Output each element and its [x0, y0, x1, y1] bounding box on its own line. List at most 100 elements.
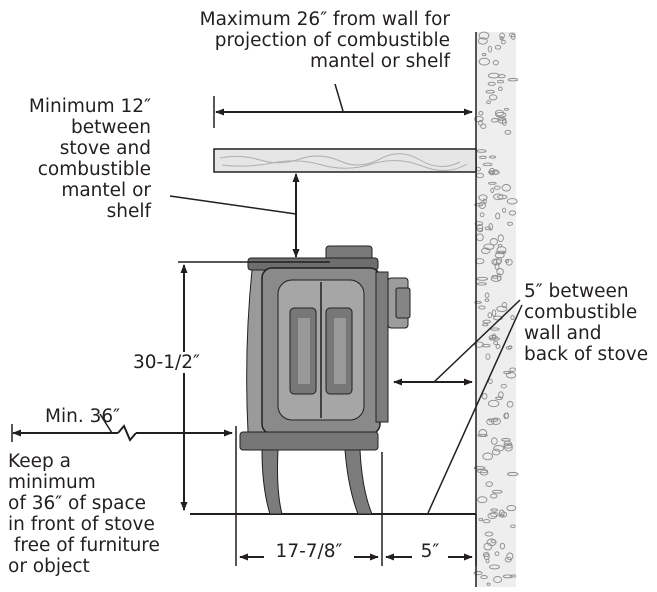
wall-texture-mark	[487, 399, 500, 408]
wall-texture-mark	[484, 298, 490, 302]
mantel-shelf	[213, 148, 477, 173]
wall-texture-mark	[506, 198, 518, 205]
wall-texture-mark	[487, 72, 500, 79]
wall-texture-mark	[487, 45, 493, 53]
wall-texture-mark	[478, 194, 488, 201]
wall-texture-mark	[476, 282, 487, 286]
wall-texture-mark	[483, 542, 493, 551]
wall-texture-mark	[493, 445, 505, 452]
wall-texture-mark	[497, 234, 504, 243]
wall-texture-mark	[478, 31, 490, 40]
wall-texture-mark	[495, 111, 507, 118]
wall-texture-mark	[495, 212, 501, 220]
wall-texture-mark	[494, 551, 500, 557]
label-min-mantel: Minimum 12″ between stove and combustibl…	[28, 96, 151, 222]
wall-texture-mark	[490, 493, 498, 499]
wall-texture-mark	[488, 167, 496, 176]
wall-texture-mark	[482, 552, 490, 558]
wall-texture-mark	[485, 481, 493, 487]
wall-texture-mark	[496, 268, 504, 276]
wall-texture-mark	[485, 353, 491, 360]
wall-texture-mark	[510, 315, 515, 320]
wall-texture-mark	[478, 429, 488, 437]
wall-texture-mark	[490, 327, 500, 331]
wall-texture-mark	[477, 496, 488, 504]
wall-texture-mark	[491, 309, 497, 317]
wall-texture-mark	[479, 155, 487, 160]
wall-texture-mark	[504, 259, 510, 264]
wall-texture-mark	[488, 418, 499, 422]
label-front-min: Min. 36″	[45, 406, 121, 427]
wall-texture-mark	[478, 120, 483, 126]
wall-texture-mark	[474, 300, 482, 304]
wall-texture-mark	[492, 315, 503, 321]
wall-texture-mark	[503, 370, 512, 375]
wall-texture-mark	[503, 442, 513, 449]
wall-texture-mark	[507, 221, 513, 226]
max-26-leader	[334, 83, 344, 112]
wall-texture-mark	[500, 39, 506, 45]
wall-texture-mark	[478, 57, 491, 66]
wall-texture-mark	[504, 556, 512, 563]
wall-texture-mark	[480, 123, 487, 129]
label-wall-clearance: 5″ between combustible wall and back of …	[524, 281, 649, 365]
wall-texture-mark	[495, 250, 507, 255]
wall-texture-mark	[478, 517, 484, 522]
wall-texture-mark	[502, 574, 513, 579]
wall-texture-mark	[483, 243, 495, 250]
wall-texture-mark	[474, 221, 484, 226]
wall-clearance-leader-bottom	[427, 304, 523, 514]
front-clearance-break	[117, 424, 137, 442]
wall-texture-mark	[481, 343, 491, 348]
wall-texture-mark	[481, 393, 488, 400]
wall-texture-mark	[497, 243, 503, 248]
wall-texture-mark	[481, 247, 491, 255]
wall-texture-mark	[493, 575, 503, 584]
wall-texture-mark	[490, 511, 499, 518]
wall-texture-mark	[491, 489, 503, 494]
wall-texture-mark	[491, 333, 497, 341]
wall-texture-mark	[505, 345, 513, 350]
wall-texture-mark	[481, 53, 487, 57]
wall-texture-mark	[506, 552, 514, 561]
wall-texture-mark	[482, 452, 494, 461]
wall-texture-mark	[510, 524, 516, 529]
wall-texture-mark	[480, 575, 488, 580]
wall-texture-mark	[482, 519, 491, 524]
wall-texture-mark	[479, 212, 485, 218]
wall-texture-mark	[491, 258, 502, 266]
wall-texture-mark	[493, 193, 504, 201]
wall-texture-mark	[482, 162, 493, 167]
wall-texture-mark	[486, 418, 495, 426]
wall-texture-mark	[478, 305, 486, 310]
wall-texture-mark	[495, 344, 501, 349]
wall-texture-mark	[491, 448, 501, 456]
wall-texture-mark	[491, 275, 499, 279]
wall-texture-mark	[476, 149, 487, 153]
wall-texture-mark	[490, 187, 495, 193]
wall-texture-mark	[506, 401, 514, 408]
wall-texture-mark	[496, 79, 505, 84]
wall-texture-mark	[473, 466, 486, 470]
wall-texture-mark	[497, 74, 506, 79]
wall-texture-mark	[504, 412, 510, 419]
combustible-wall	[473, 31, 519, 587]
wall-texture-mark	[500, 383, 507, 389]
wall-texture-mark	[502, 207, 507, 213]
wall-texture-mark	[490, 508, 498, 512]
wall-texture-mark	[510, 33, 516, 40]
wall-texture-mark	[493, 185, 501, 190]
wall-texture-mark	[486, 582, 491, 586]
wall-texture-mark	[501, 118, 507, 126]
wall-texture-mark	[507, 472, 519, 477]
wall-texture-mark	[492, 60, 499, 66]
wall-texture-mark	[494, 44, 502, 50]
wall-texture-mark	[503, 107, 510, 111]
wall-texture-mark	[497, 86, 503, 92]
wall-texture-mark	[493, 340, 499, 346]
wall-texture-mark	[501, 302, 508, 309]
wall-texture-mark	[482, 198, 487, 205]
wall-texture-mark	[488, 94, 498, 101]
wall-texture-mark	[499, 542, 506, 550]
